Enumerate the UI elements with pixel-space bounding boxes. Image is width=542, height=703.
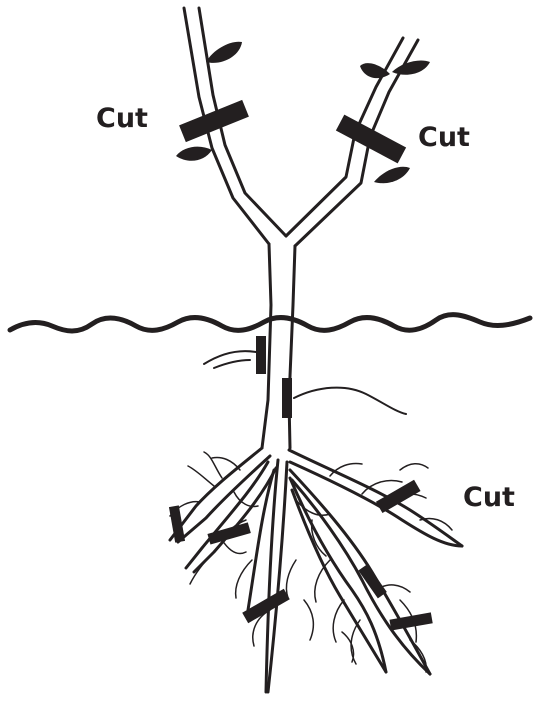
leaf-top-right-b — [392, 60, 430, 74]
cut-marker-upper-left — [179, 100, 249, 142]
side-root-right — [294, 388, 406, 414]
root-system — [170, 448, 462, 692]
leaf-lower-right — [374, 167, 410, 183]
cut-label-top-left: Cut — [96, 105, 148, 132]
cut-label-top-right: Cut — [418, 124, 470, 151]
cut-label-root: Cut — [463, 484, 515, 511]
leaf-top-right-a — [360, 63, 390, 78]
cut-marker-root-midleft — [207, 522, 250, 544]
side-root-left — [204, 351, 256, 368]
leaf-mid-left — [176, 147, 212, 161]
cut-marker-upper-right — [336, 115, 406, 164]
cut-marker-trunk-lower — [282, 378, 292, 418]
cut-marker-trunk-upper — [256, 336, 266, 374]
leaf-top-left — [206, 42, 242, 63]
